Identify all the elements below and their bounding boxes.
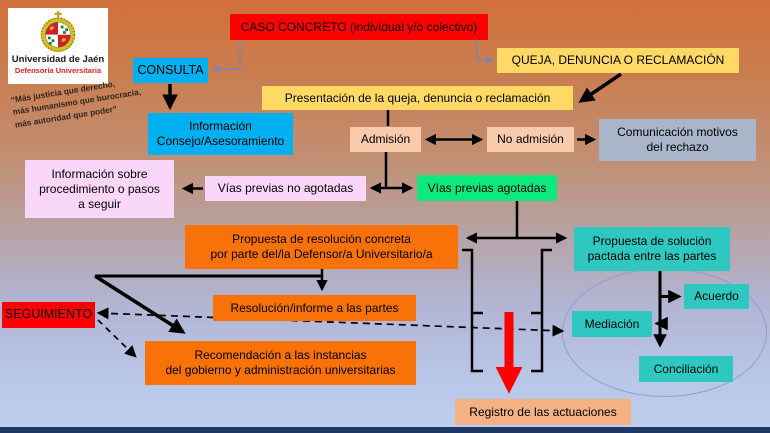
university-logo-card: Universidad de Jaén Defensoría Universit…: [8, 8, 108, 84]
node-recomendacion: Recomendación a las instancias del gobie…: [145, 341, 416, 385]
node-informacion-consejo: Información Consejo/Asesoramiento: [148, 113, 293, 155]
defensoria-label: Defensoría Universitaria: [14, 66, 102, 75]
node-vias-no-agotadas: Vías previas no agotadas: [205, 176, 366, 201]
node-informacion-procedimiento: Información sobre procedimiento o pasos …: [25, 160, 174, 218]
node-admision: Admisión: [350, 127, 421, 152]
node-propuesta-resolucion: Propuesta de resolución concreta por par…: [185, 225, 458, 269]
node-mediacion: Mediación: [572, 311, 652, 337]
university-name: Universidad de Jaén: [11, 54, 105, 65]
bracket-right: [531, 248, 552, 373]
university-seal-icon: [40, 11, 76, 53]
node-consulta: CONSULTA: [133, 58, 208, 83]
node-registro-actuaciones: Registro de las actuaciones: [455, 399, 631, 425]
arrow-queja-to-presentacion: [578, 72, 622, 103]
node-queja-denuncia: QUEJA, DENUNCIA O RECLAMACIÓN: [497, 48, 739, 73]
node-acuerdo: Acuerdo: [684, 284, 749, 309]
arrow-propsol-branches: [653, 271, 682, 348]
dashed-seguimiento-mediacion: [96, 307, 565, 337]
slide-footer-bar: [0, 427, 770, 433]
node-comunicacion-rechazo: Comunicación motivos del rechazo: [599, 119, 756, 161]
node-vias-agotadas: Vías previas agotadas: [417, 175, 557, 201]
node-no-admision: No admisión: [487, 127, 574, 152]
connector-caso-to-consulta: [212, 40, 241, 73]
dashed-seguimiento-down: [97, 319, 137, 358]
node-propuesta-solucion: Propuesta de solución pactada entre las …: [574, 227, 730, 271]
node-resolucion-informe: Resolución/informe a las partes: [213, 295, 416, 321]
node-presentacion: Presentación de la queja, denuncia o rec…: [262, 86, 573, 110]
arrow-viassi-split: [465, 201, 568, 244]
node-caso-concreto: CASO CONCRETO (individual y/o colectivo): [230, 14, 488, 40]
node-seguimiento: SEGUIMIENTO: [2, 302, 95, 328]
bracket-left: [462, 248, 483, 373]
connector-caso-to-queja: [476, 40, 494, 64]
node-conciliacion: Conciliación: [639, 356, 733, 382]
arrow-admision-to-vias-split: [369, 152, 414, 194]
